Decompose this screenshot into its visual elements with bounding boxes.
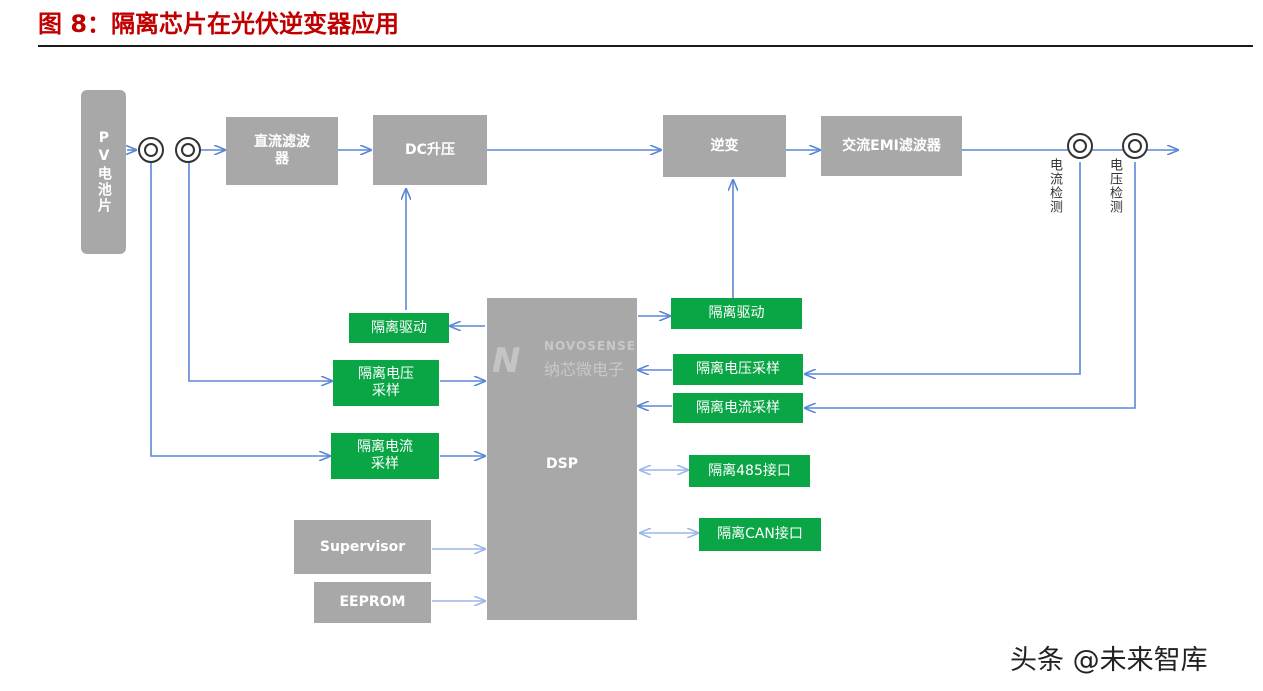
novosense-logo: N [492,341,521,381]
dc-filter-block: 直流滤波器 [226,117,338,185]
sensor-ring-voltage-left [175,137,201,163]
iso-current-sample-left-block: 隔离电流采样 [331,433,439,479]
wire-voltage-tap-left [188,162,332,381]
figure-title: 图 8：隔离芯片在光伏逆变器应用 [38,10,400,38]
eeprom-block: EEPROM [314,582,431,623]
wire-voltage-tap-right [805,162,1136,408]
iso-voltage-sample-left-block: 隔离电压采样 [333,360,439,406]
inverter-block: 逆变 [663,115,786,177]
iso-485-interface-block: 隔离485接口 [689,455,810,487]
source-footer: 头条 @未来智库 [1010,645,1208,676]
wire-current-tap-left [150,162,330,456]
sensor-ring-current-left [138,137,164,163]
title-divider [38,45,1253,47]
iso-current-sample-right-block: 隔离电流采样 [673,393,803,423]
ac-emi-filter-block: 交流EMI滤波器 [821,116,962,176]
supervisor-block: Supervisor [294,520,431,574]
sensor-ring-current-right [1067,133,1093,159]
iso-voltage-sample-right-block: 隔离电压采样 [673,354,803,385]
wire-current-tap-right [805,162,1081,374]
dsp-block: DSP [487,298,637,620]
sensor-ring-voltage-right [1122,133,1148,159]
iso-drive-right-block: 隔离驱动 [671,298,802,329]
pv-panel-block: PV电池片 [81,90,126,254]
dc-boost-block: DC升压 [373,115,487,185]
watermark-cn: 纳芯微电子 [544,360,625,379]
iso-drive-left-block: 隔离驱动 [349,313,449,343]
voltage-detect-label: 电压检测 [1107,158,1122,214]
watermark-en: NOVOSENSE [544,339,636,353]
current-detect-label: 电流检测 [1047,158,1062,214]
iso-can-interface-block: 隔离CAN接口 [699,518,821,551]
